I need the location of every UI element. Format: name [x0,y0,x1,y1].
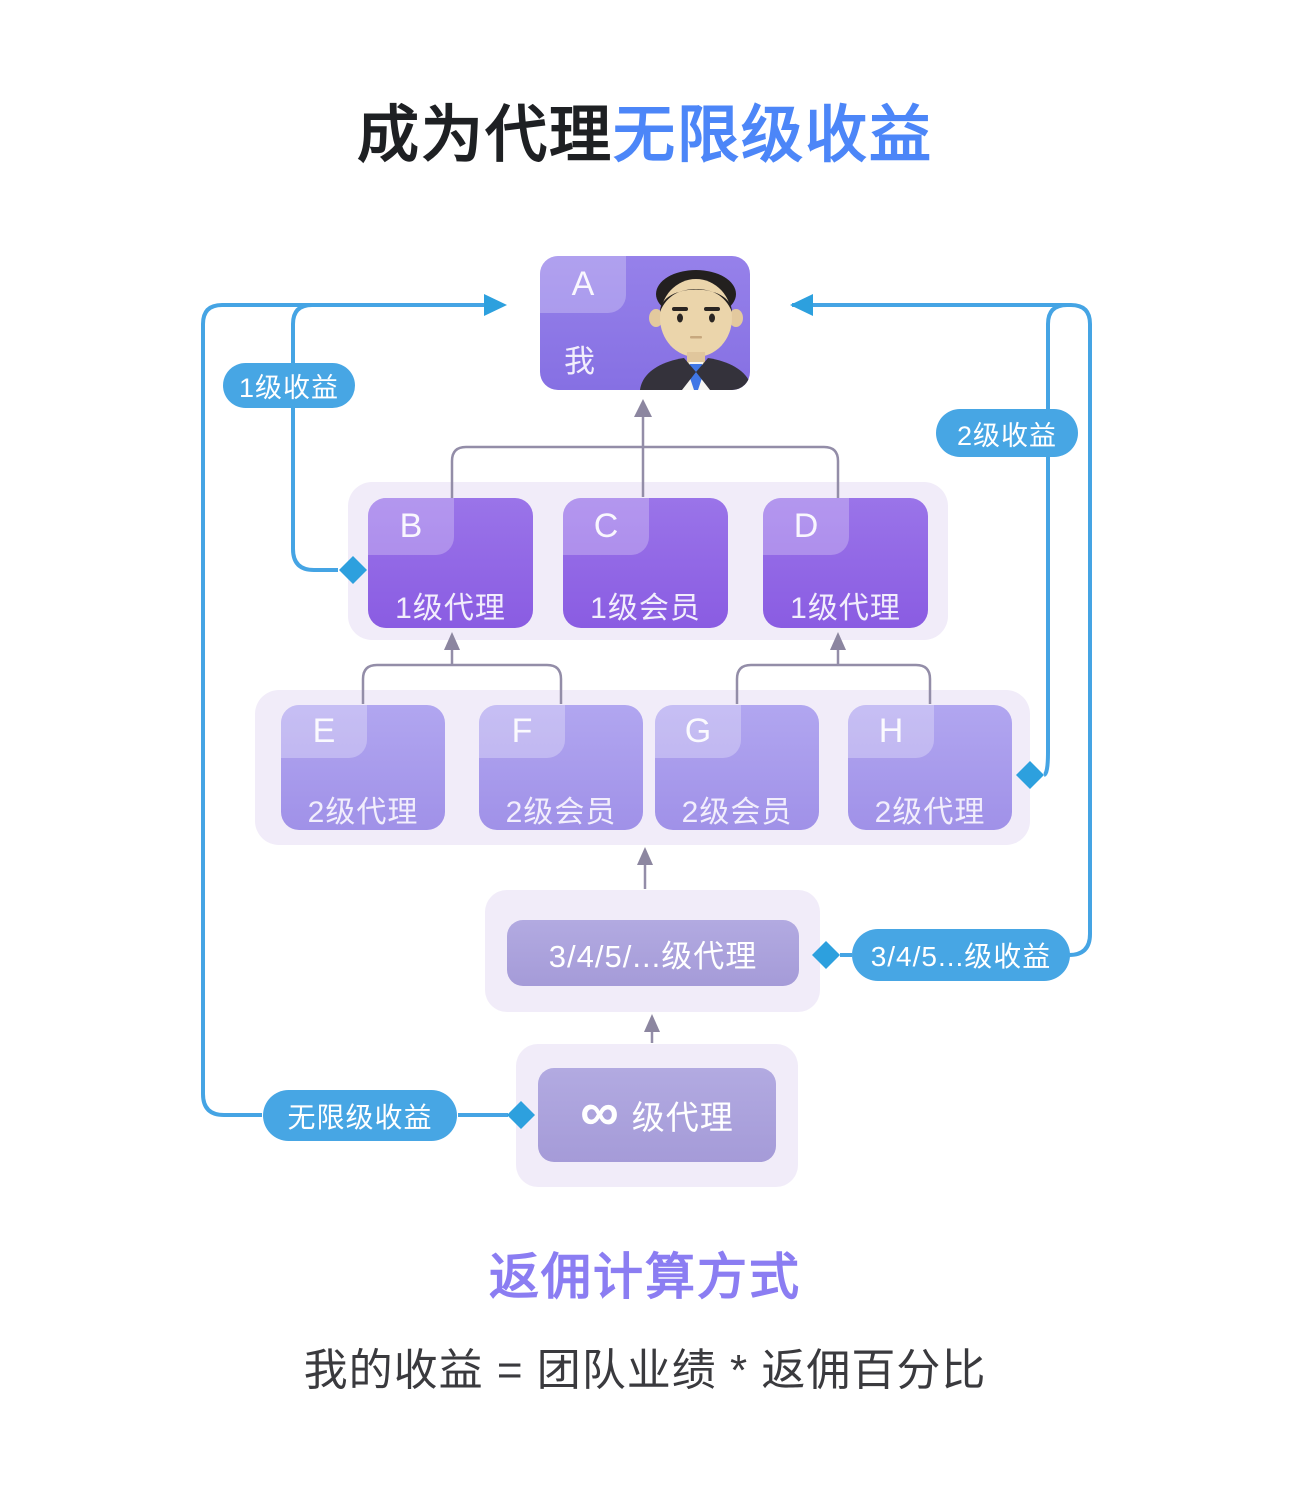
avatar-eye-right [709,313,715,323]
page-title-prefix: 成为代理 [356,101,613,170]
wire-level2-income [1042,303,1068,777]
page-title-highlight: 无限级收益 [613,101,934,170]
node-h: H 2级代理 [848,705,1012,830]
node-e: E 2级代理 [281,705,445,830]
avatar-brow-left [672,307,688,311]
node-f: F 2级会员 [479,705,643,830]
avatar-ear-left [649,309,663,327]
arrowhead-into-a-left [484,294,507,316]
node-level3plus-label: 3/4/5/...级代理 [548,938,758,974]
wire-level1-income [291,303,338,572]
node-d: D 1级代理 [763,498,928,628]
node-a-letter-badge: A [540,256,626,313]
income-badge-level3plus: 3/4/5...级收益 [852,929,1070,981]
node-infinity-label: 级代理 [631,1099,734,1136]
node-h-label: 2级代理 [874,796,986,829]
avatar-suit-right [696,358,750,390]
avatar-ear-right [729,309,743,327]
avatar-face [660,279,732,357]
node-e-label: 2级代理 [307,796,419,829]
node-infinity: ∞ 级代理 [538,1068,776,1162]
node-b-label: 1级代理 [395,592,506,625]
node-b: B 1级代理 [368,498,533,628]
node-level3plus: 3/4/5/...级代理 [507,920,799,986]
arrowhead-into-level2 [637,847,653,865]
avatar-eye-left [677,313,683,323]
node-g-label: 2级会员 [681,796,793,829]
node-g: G 2级会员 [655,705,819,830]
businessman-avatar [640,270,750,390]
node-b-letter-badge: B [368,498,454,555]
income-badge-infinite: 无限级收益 [263,1090,457,1141]
income-badge-level2: 2级收益 [936,409,1078,457]
avatar-suit-left [640,358,696,390]
node-f-label: 2级会员 [505,796,617,829]
income-badge-level1: 1级收益 [223,363,355,408]
node-a-label: 我 [564,344,595,379]
avatar-brow-right [704,307,720,311]
node-h-letter-badge: H [848,705,934,758]
page-title: 成为代理无限级收益 [0,84,1290,174]
arrowhead-into-a-bottom [634,399,652,417]
node-d-label: 1级代理 [790,592,901,625]
node-f-letter-badge: F [479,705,565,758]
commission-heading: 返佣计算方式 [489,1249,801,1305]
node-c-label: 1级会员 [590,592,701,625]
arrowhead-into-l3 [644,1014,660,1032]
node-c: C 1级会员 [563,498,728,628]
node-c-letter-badge: C [563,498,649,555]
node-d-letter-badge: D [763,498,849,555]
node-a: A 我 [540,256,750,390]
node-e-letter-badge: E [281,705,367,758]
node-g-letter-badge: G [655,705,741,758]
commission-formula: 我的收益 = 团队业绩 * 返佣百分比 [303,1346,987,1395]
arrowhead-into-a-right [790,294,813,316]
avatar-mouth [690,336,702,339]
